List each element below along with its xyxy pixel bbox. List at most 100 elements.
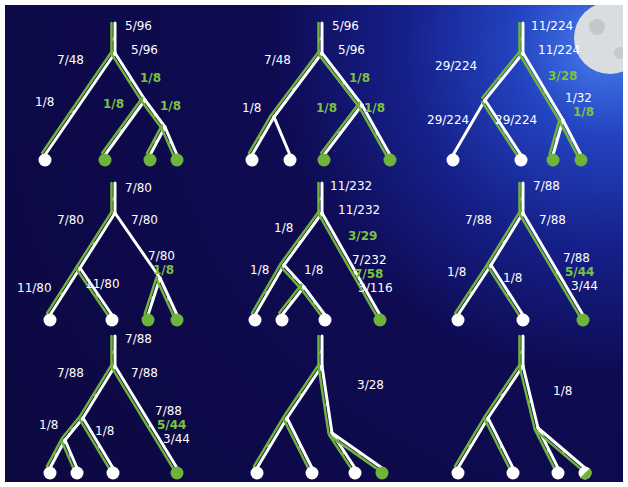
green-branch bbox=[518, 23, 521, 53]
tree-branch bbox=[80, 213, 115, 268]
green-branch bbox=[281, 211, 319, 263]
green-branch bbox=[317, 336, 320, 366]
branch-probability: 11/224 bbox=[531, 19, 573, 33]
green-branch bbox=[110, 336, 113, 366]
branch-probability: 7/80 bbox=[125, 181, 152, 195]
green-branch bbox=[520, 367, 535, 429]
leaf-node bbox=[577, 314, 590, 327]
branch-probability: 1/8 bbox=[153, 263, 174, 277]
leaf-node bbox=[318, 154, 331, 167]
tree-branch bbox=[304, 287, 325, 315]
branch-probability: 1/8 bbox=[304, 263, 323, 277]
branch-probability: 11/232 bbox=[330, 179, 372, 193]
branch-probability: 1/32 bbox=[565, 91, 592, 105]
tree-branch bbox=[252, 117, 274, 155]
branch-probability: 5/44 bbox=[157, 418, 186, 432]
green-branch bbox=[482, 51, 520, 98]
leaf-node bbox=[39, 154, 52, 167]
moon-crater bbox=[589, 19, 605, 35]
branch-probability: 3/116 bbox=[358, 281, 393, 295]
branch-probability: 1/8 bbox=[573, 105, 594, 119]
branch-probability: 7/232 bbox=[352, 253, 387, 267]
branch-probability: 11/80 bbox=[17, 281, 52, 295]
leaf-node bbox=[107, 467, 120, 480]
green-branch bbox=[455, 416, 485, 466]
branch-probability: 5/96 bbox=[131, 43, 158, 57]
green-branch bbox=[301, 289, 322, 317]
leaf-node-half bbox=[580, 468, 591, 479]
leaf-node bbox=[579, 467, 592, 480]
branch-probability: 29/224 bbox=[435, 59, 477, 73]
branch-probability: 1/8 bbox=[95, 424, 114, 438]
leaf-node bbox=[452, 467, 465, 480]
leaf-node bbox=[251, 467, 264, 480]
tree-branch bbox=[485, 100, 521, 155]
moon bbox=[574, 5, 623, 74]
green-branch bbox=[142, 102, 162, 129]
tree-branch bbox=[274, 117, 290, 155]
green-branch bbox=[482, 102, 518, 157]
tree-illustration bbox=[5, 5, 623, 482]
branch-probability: 29/224 bbox=[427, 113, 469, 127]
tree-branch bbox=[332, 433, 382, 468]
green-branch bbox=[254, 416, 284, 466]
green-branch bbox=[317, 183, 320, 213]
branch-probability: 7/88 bbox=[465, 213, 492, 227]
branch-probability: 11/224 bbox=[538, 43, 580, 57]
branch-probability: 1/8 bbox=[242, 101, 261, 115]
tree-branch bbox=[284, 213, 322, 265]
leaf-node bbox=[515, 154, 528, 167]
leaf-node bbox=[99, 154, 112, 167]
branch-probability: 29/224 bbox=[495, 113, 537, 127]
leaf-node bbox=[547, 154, 560, 167]
branch-probability: 5/96 bbox=[338, 43, 365, 57]
leaf-node bbox=[452, 314, 465, 327]
tree-branch bbox=[287, 418, 312, 468]
branch-probability: 1/8 bbox=[503, 271, 522, 285]
tree-branch bbox=[523, 366, 538, 428]
branch-probability: 7/88 bbox=[563, 251, 590, 265]
tree-branch bbox=[491, 265, 523, 315]
tree-branch bbox=[488, 418, 513, 468]
tree-branch bbox=[488, 366, 523, 418]
branch-probability: 7/88 bbox=[57, 366, 84, 380]
green-branch bbox=[284, 420, 309, 470]
leaf-node bbox=[376, 467, 389, 480]
tree-branch bbox=[160, 278, 177, 315]
green-branch bbox=[110, 183, 113, 213]
branch-probability: 3/44 bbox=[571, 279, 598, 293]
branch-probability: 1/8 bbox=[364, 101, 385, 115]
leaf-node bbox=[349, 467, 362, 480]
branch-probability: 1/8 bbox=[35, 95, 54, 109]
branch-probability: 5/44 bbox=[565, 265, 594, 279]
green-branch bbox=[157, 279, 174, 316]
branch-probability: 7/88 bbox=[131, 366, 158, 380]
tree-branch bbox=[114, 183, 117, 213]
tree-branch bbox=[321, 336, 324, 366]
tree-branch bbox=[65, 440, 77, 468]
leaf-node bbox=[517, 314, 530, 327]
leaf-node bbox=[71, 467, 84, 480]
leaf-node bbox=[374, 314, 387, 327]
green-branch bbox=[485, 420, 510, 470]
tree-branch bbox=[282, 287, 304, 315]
green-branch bbox=[281, 267, 301, 289]
branch-probability: 1/8 bbox=[447, 265, 466, 279]
green-branch bbox=[317, 23, 320, 53]
branch-probability: 1/8 bbox=[140, 71, 161, 85]
tree-branch bbox=[83, 366, 115, 418]
green-branch bbox=[330, 436, 380, 471]
tree-branch bbox=[522, 183, 525, 213]
branch-probability: 11/232 bbox=[338, 203, 380, 217]
tree-branch bbox=[522, 23, 525, 53]
leaf-node bbox=[507, 467, 520, 480]
branch-probability: 3/28 bbox=[357, 378, 384, 392]
tree-branch bbox=[321, 23, 324, 53]
tree-branch bbox=[257, 418, 287, 468]
green-branch bbox=[102, 98, 142, 153]
leaf-node bbox=[276, 314, 289, 327]
green-branch bbox=[536, 431, 583, 471]
green-branch bbox=[279, 285, 301, 313]
branch-probability: 7/88 bbox=[533, 179, 560, 193]
night-background: 5/967/485/961/81/81/81/85/967/485/961/81… bbox=[5, 5, 623, 482]
